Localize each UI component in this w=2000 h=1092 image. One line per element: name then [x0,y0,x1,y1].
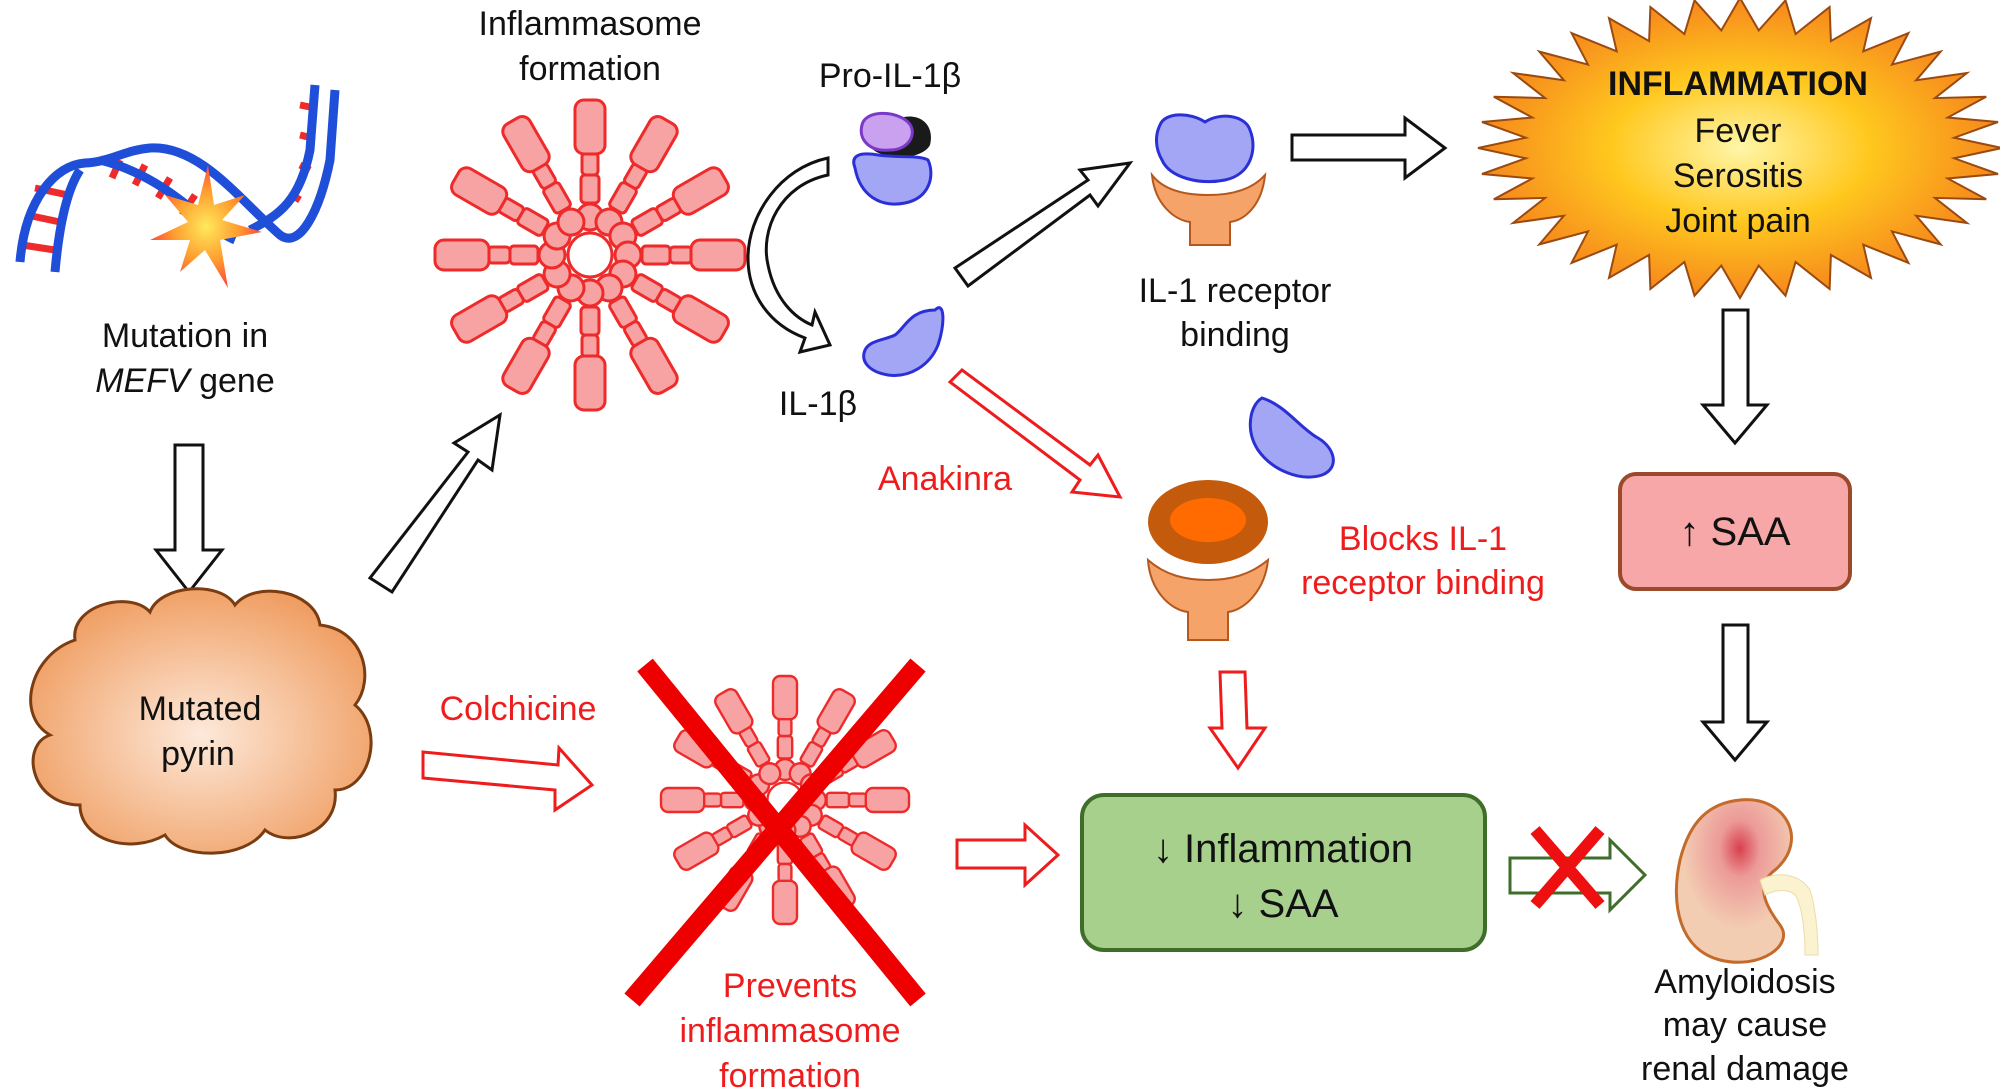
blocks-il1-line1: Blocks IL-1 [1339,520,1507,558]
inflammasome-spoke [803,786,911,814]
gene-suffix: gene [190,362,275,400]
mutated-pyrin-cloud [29,587,373,855]
il1b-free-molecule-icon [1248,396,1335,479]
inflammasome-spoke [573,278,607,412]
mutated-pyrin-line1: Mutated [139,690,262,728]
arrow-anakinra [947,368,1123,499]
arrow-saa-to-kidney [1699,623,1771,763]
il1-receptor-label-line2: binding [1180,316,1290,354]
arrow-colchicine [421,744,595,813]
saa-increase-label: ↑ SAA [1679,510,1790,554]
il1-receptor-bound-icon [1150,113,1267,246]
arrow-il1b-to-receptor [952,161,1134,289]
inflammasome-core [566,231,614,279]
inflammasome-title-line2: formation [519,50,661,88]
kidney-icon [1674,798,1819,964]
arrow-blocked-to-reduced [1207,670,1268,771]
blocks-il1-line2: receptor binding [1301,564,1545,602]
colchicine-label: Colchicine [440,690,597,728]
mutation-label-line2: MEFV gene [95,362,275,400]
mutated-pyrin-line2: pyrin [161,735,235,773]
inflammasome-spoke [573,98,607,232]
saa-increase-box [1618,472,1852,591]
inflammasome-title-line1: Inflammasome [479,5,702,43]
inhibition-cross-icon [624,658,926,1007]
symptom-fever: Fever [1695,112,1782,150]
arrow-inflammation-to-saa [1699,308,1771,446]
blocked-cross-icon [1530,826,1605,909]
arrow-mutation-to-pyrin [152,443,226,595]
pro-il1b-label: Pro-IL-1β [819,57,961,95]
arrow-cleavage-curved [746,156,833,355]
inflammasome-spoke [433,238,567,272]
arrow-receptor-to-inflammation [1290,115,1448,181]
arrow-pyrin-to-inflammasome [367,412,502,595]
inflammasome-icon [433,98,747,412]
reduced-inflammation-line1: ↓ Inflammation [1153,827,1413,871]
inflammasome-spoke [501,115,586,237]
gene-name: MEFV [95,362,193,400]
il1-receptor-antagonist-icon [1146,480,1270,641]
pro-il1b-molecule-icon [852,111,933,206]
amyloidosis-line2: may cause [1663,1006,1827,1044]
inflammation-title: INFLAMMATION [1608,65,1868,103]
amyloidosis-line3: renal damage [1641,1050,1849,1088]
il1b-molecule-icon [862,306,945,377]
symptom-serositis: Serositis [1673,157,1803,195]
inflammation-starburst [1477,0,2000,301]
anakinra-label: Anakinra [878,460,1012,498]
il1b-label: IL-1β [779,385,857,423]
prevents-line1: Prevents [723,967,857,1005]
prevents-line2: inflammasome [679,1012,900,1050]
dna-rung [21,241,56,254]
il1-receptor-label-line1: IL-1 receptor [1139,272,1332,310]
reduced-inflammation-box [1080,793,1487,952]
mutation-spark-icon [150,165,262,288]
dna-helix-icon [15,84,340,288]
symptom-joint-pain: Joint pain [1665,202,1811,240]
reduced-saa-line2: ↓ SAA [1227,882,1338,926]
prevents-line3: formation [719,1057,861,1092]
mutation-label-line1: Mutation in [102,317,268,355]
amyloidosis-line1: Amyloidosis [1654,963,1835,1001]
inflammasome-spoke [714,688,782,786]
arrow-prevented-to-reduced [955,821,1061,889]
